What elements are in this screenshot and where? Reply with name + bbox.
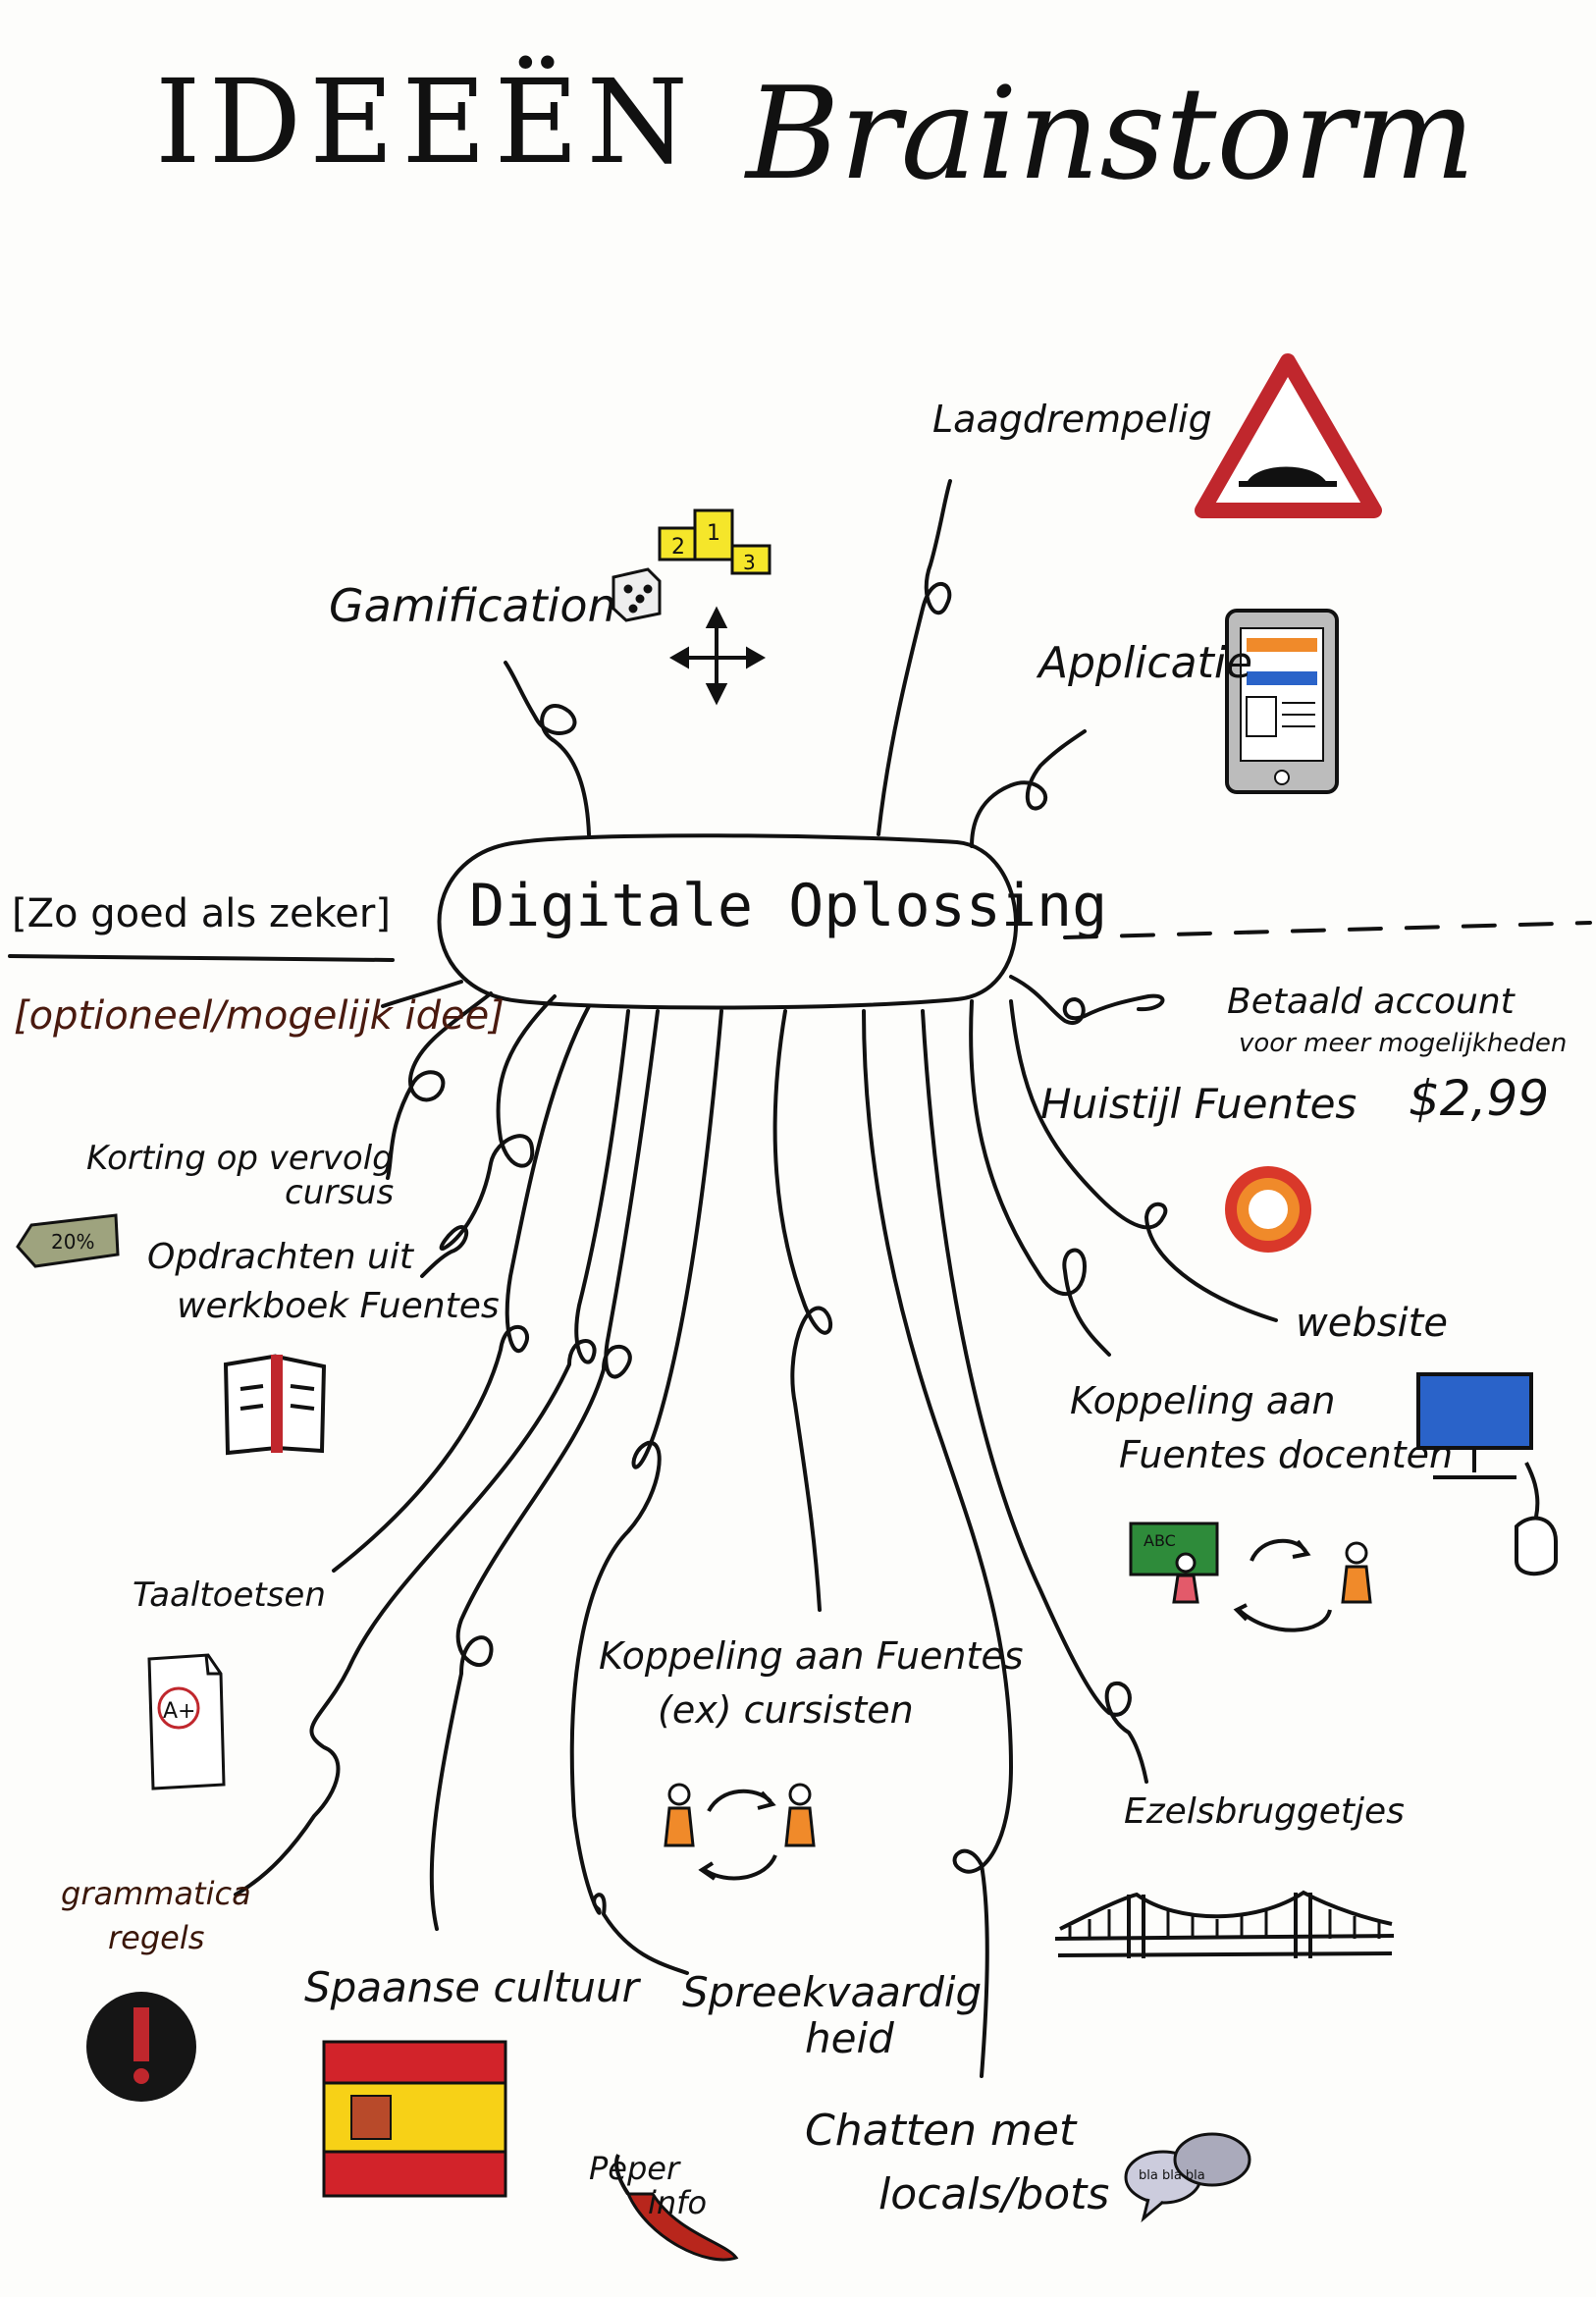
branch-chatten	[862, 1009, 1013, 2078]
branch-laagdrempelig	[877, 479, 952, 836]
discount-text: 20%	[51, 1230, 94, 1254]
branch-applicatie	[970, 729, 1087, 848]
move-arrows-icon	[668, 606, 767, 706]
exchange-arrows-icon	[698, 1789, 777, 1881]
person-icon	[1341, 1541, 1372, 1604]
idea-price: $2,99	[1409, 1070, 1550, 1127]
branch-koppeling-cursisten	[772, 1009, 833, 1612]
idea-koppeling-cursisten-line2: (ex) cursisten	[658, 1688, 914, 1732]
idea-koppeling-docenten-line2: Fuentes docenten	[1119, 1433, 1454, 1476]
speech-bubbles-icon: bla bla bla	[1124, 2132, 1251, 2223]
warning-sign-icon	[1195, 353, 1382, 518]
monitor-icon	[1416, 1372, 1533, 1479]
idea-betaald-line1: Betaald account	[1227, 982, 1515, 1022]
dashed-separator	[1063, 921, 1592, 939]
spain-flag-icon	[322, 2040, 507, 2198]
mouse-icon	[1515, 1462, 1558, 1576]
person-icon	[664, 1783, 695, 1847]
legend-certain: [Zo goed als zeker]	[12, 891, 391, 936]
sun-logo-icon	[1225, 1166, 1311, 1253]
idea-koppeling-cursisten-line1: Koppeling aan Fuentes	[599, 1634, 1024, 1678]
idea-ezelsbruggetjes: Ezelsbruggetjes	[1124, 1791, 1405, 1832]
idea-chatten-line2: locals/bots	[878, 2169, 1110, 2219]
idea-chatten-line1: Chatten met	[805, 2106, 1077, 2156]
center-label: Digitale Oplossing	[469, 872, 1108, 940]
exclamation-circle-icon	[86, 1992, 196, 2102]
exchange-arrows-icon	[1233, 1538, 1332, 1632]
branch-website	[1009, 999, 1278, 1322]
legend-underline	[8, 954, 395, 962]
idea-gamification: Gamification	[329, 579, 616, 632]
idea-koppeling-docenten-line1: Koppeling aan	[1070, 1379, 1336, 1422]
idea-huisstijl: Huistijl Fuentes	[1040, 1080, 1357, 1128]
person-icon	[784, 1783, 816, 1847]
idea-opdrachten-line2: werkboek Fuentes	[177, 1286, 500, 1326]
bridge-icon	[1054, 1890, 1395, 1958]
idea-website: website	[1296, 1301, 1448, 1346]
branch-legend-optional	[381, 980, 463, 1008]
idea-opdrachten-line1: Opdrachten uit	[147, 1237, 413, 1277]
idea-spreekvaardig-line2: heid	[805, 2014, 894, 2062]
podium-second: 2	[671, 535, 685, 560]
tablet-icon	[1225, 609, 1339, 794]
idea-taaltoetsen: Taaltoetsen	[133, 1576, 326, 1615]
branch-opdrachten	[420, 994, 557, 1278]
test-grade: A+	[163, 1699, 195, 1724]
idea-grammatica-line1: grammatica	[61, 1875, 251, 1912]
chalkboard-text: ABC	[1144, 1531, 1176, 1550]
idea-korting-line1: Korting op vervolg	[86, 1139, 394, 1178]
idea-laagdrempelig: Laagdrempelig	[932, 398, 1212, 441]
branch-taaltoetsen	[332, 1004, 591, 1573]
title-word1: IDEEËN	[155, 54, 696, 189]
branch-grammatica	[234, 1009, 630, 1896]
branch-betaald	[1009, 975, 1165, 1025]
idea-peper-line1: Peper	[589, 2150, 680, 2187]
legend-optional: [optioneel/mogelijk idee]	[14, 993, 505, 1039]
chat-bubble-text: bla bla bla	[1139, 2168, 1205, 2183]
branch-gamification	[504, 661, 591, 836]
branch-spaanse-cultuur	[429, 1009, 660, 1931]
open-book-icon	[223, 1354, 327, 1456]
podium-third: 3	[743, 551, 756, 574]
idea-betaald-line2: voor meer mogelijkheden	[1239, 1029, 1568, 1058]
branch-spreekvaardigheid	[569, 1009, 723, 1975]
idea-applicatie: Applicatie	[1038, 638, 1253, 688]
idea-spreekvaardig-line1: Spreekvaardig	[682, 1968, 983, 2016]
center-node	[437, 833, 1018, 1010]
chalkboard-teacher-icon: ABC	[1129, 1522, 1219, 1604]
title-word2: Brainstorm	[746, 59, 1476, 208]
idea-peper-line2: info	[648, 2184, 708, 2221]
idea-spaanse-cultuur: Spaanse cultuur	[304, 1963, 639, 2011]
dice-icon	[612, 567, 662, 622]
idea-korting-line2: cursus	[285, 1173, 395, 1212]
chili-pepper-icon	[614, 2154, 739, 2262]
podium-icon: 2 1 3	[658, 508, 771, 575]
idea-grammatica-line2: regels	[108, 1919, 205, 1956]
podium-first: 1	[707, 521, 720, 546]
discount-tag-icon: 20%	[16, 1213, 120, 1268]
branch-ezelsbruggetjes	[921, 1009, 1148, 1784]
test-paper-icon: A+	[147, 1653, 226, 1790]
branch-korting	[386, 991, 493, 1180]
branch-koppeling-docenten	[969, 999, 1111, 1357]
